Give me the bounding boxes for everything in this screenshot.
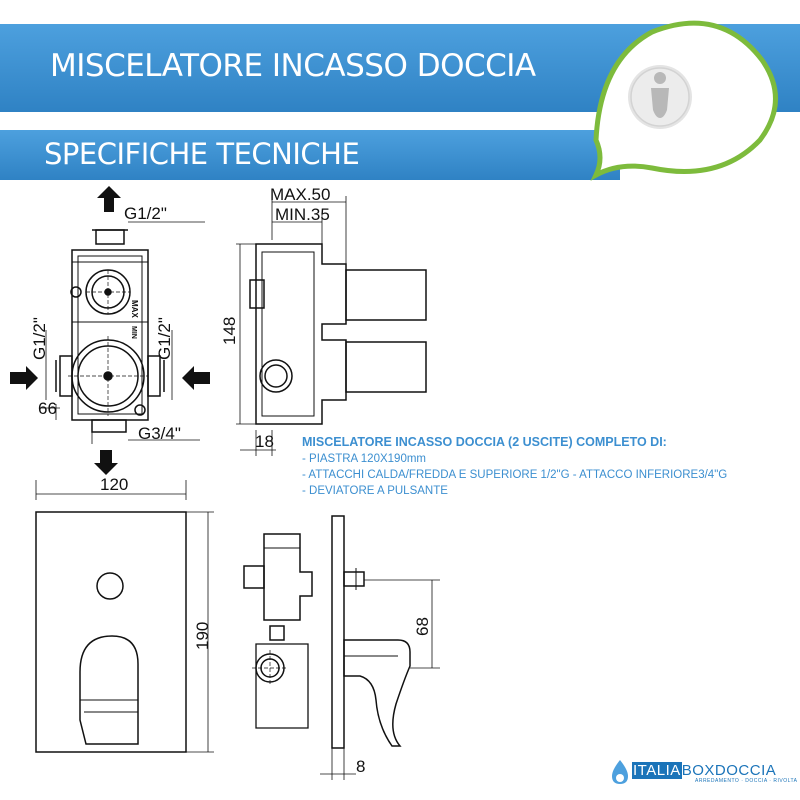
top-connection-label: G1/2" [124,204,167,223]
specs-title: MISCELATORE INCASSO DOCCIA (2 USCITE) CO… [302,435,667,449]
offset-66-label: 66 [38,399,57,418]
max-depth-label: MAX.50 [270,185,330,204]
brand-part2: BOXDOCCIA [681,761,777,779]
section-title: SPECIFICHE TECNICHE [44,137,360,171]
specs-block: MISCELATORE INCASSO DOCCIA (2 USCITE) CO… [302,435,797,499]
page-title: MISCELATORE INCASSO DOCCIA [50,48,536,84]
top-line [0,0,800,4]
right-connection-label: G1/2" [155,317,174,360]
profile-view [243,515,440,780]
bottom-connection-label: G3/4" [138,424,181,443]
max-mark: MAX [130,300,139,318]
top-arrow [104,196,114,212]
spec-item-connections: - ATTACCHI CALDA/FREDDA E SUPERIORE 1/2"… [302,469,728,481]
spacing-68-label: 68 [413,617,432,636]
subheader-band [0,130,620,180]
plate-height-label: 190 [193,622,212,650]
depth-8-label: 8 [356,757,365,776]
left-connection-label: G1/2" [30,317,49,360]
side-view [236,196,427,456]
offset-18-label: 18 [255,432,274,451]
plate-view [35,480,214,753]
spec-item-diverter: - DEVIATORE A PULSANTE [302,485,448,497]
min-depth-label: MIN.35 [275,205,330,224]
info-person-icon [590,20,778,181]
brand-logo: ITALIABOXDOCCIA [632,758,776,782]
spec-item-plate: - PIASTRA 120X190mm [302,453,426,465]
brand-name: ITALIABOXDOCCIA [632,761,777,779]
front-view [10,186,210,475]
plate-width-label: 120 [100,475,128,494]
brand-drop-icon [612,760,628,784]
min-mark: MIN [130,326,137,339]
brand-tagline: ARREDAMENTO · DOCCIA · RIVOLTA [695,778,798,784]
brand-part1: ITALIA [632,761,682,779]
height-148-label: 148 [220,317,239,345]
